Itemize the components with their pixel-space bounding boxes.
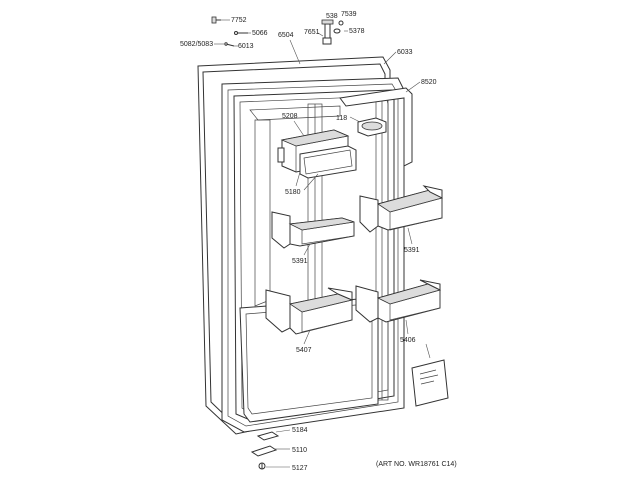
- label-5391-left: 5391: [292, 258, 308, 265]
- label-8520: 8520: [421, 79, 437, 86]
- label-5406: 5406: [400, 337, 416, 344]
- door-bin-5407: [265, 287, 354, 335]
- label-6013: 6013: [238, 43, 254, 50]
- door-bin-5391-left: [271, 211, 355, 249]
- label-5082: 5082/5083: [180, 41, 213, 48]
- hinge-cap-5184: [256, 431, 280, 441]
- hinge-5110: [250, 445, 278, 457]
- label-5127: 5127: [292, 465, 308, 472]
- literature-pamphlet: [411, 359, 449, 407]
- label-7752: 7752: [231, 17, 247, 24]
- label-5407: 5407: [296, 347, 312, 354]
- label-6033: 6033: [397, 49, 413, 56]
- label-538: 538: [326, 13, 338, 20]
- label-5110: 5110: [292, 447, 307, 454]
- hinge-pin-538: [321, 19, 334, 41]
- label-5066: 5066: [252, 30, 268, 37]
- bushing-7539: [338, 20, 344, 26]
- upper-trim-8520: [339, 87, 413, 167]
- leader-lines: [214, 19, 431, 468]
- egg-tray-118: [357, 117, 387, 137]
- label-5184: 5184: [292, 427, 308, 434]
- dairy-door-5180: [299, 145, 357, 179]
- bracket-7651: [322, 37, 332, 45]
- clip-6013: [224, 42, 235, 47]
- clip-5066: [234, 31, 248, 35]
- label-5180: 5180: [285, 189, 301, 196]
- label-7539: 7539: [341, 11, 357, 18]
- label-6504: 6504: [278, 32, 294, 39]
- label-118: 118: [336, 115, 347, 122]
- door-bin-5391-right: [359, 185, 443, 233]
- label-5208: 5208: [282, 113, 298, 120]
- art-number: (ART NO. WR18761 C14): [376, 461, 457, 468]
- label-5391-right: 5391: [404, 247, 420, 254]
- door-bin-5406: [355, 279, 442, 323]
- screw-5127: [258, 462, 266, 470]
- screw-7752: [211, 16, 221, 24]
- washer-5378: [333, 28, 341, 34]
- label-5378: 5378: [349, 28, 365, 35]
- label-7651: 7651: [304, 29, 320, 36]
